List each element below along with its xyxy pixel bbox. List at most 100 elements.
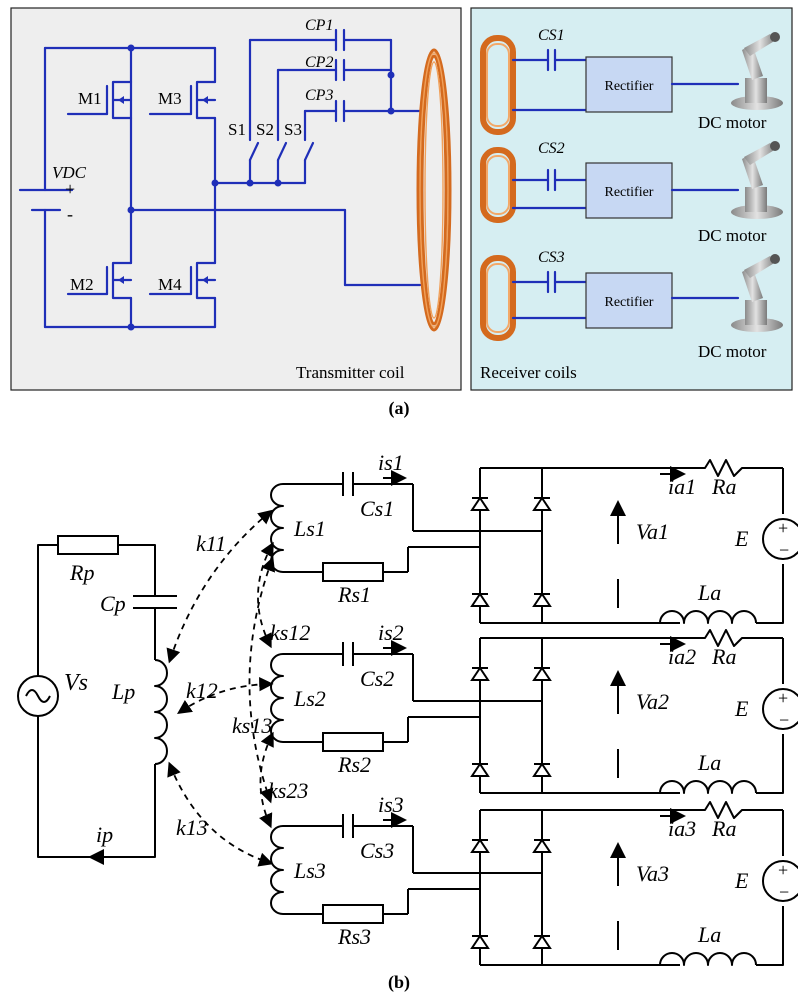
ra-label: Ra (711, 816, 736, 841)
panel-b: Vs Rp Cp Lp ip k11 k12 k13 ks12 ks13 ks2… (17, 450, 798, 993)
cs-label: Cs3 (360, 838, 394, 863)
m3-label: M3 (158, 89, 182, 108)
primary-circuit (17, 535, 177, 865)
e-label: E (734, 526, 749, 551)
ls-label: Ls3 (293, 858, 326, 883)
transmitter-panel (10, 7, 462, 391)
rs-resistor (322, 904, 384, 924)
ls-label: Ls1 (293, 516, 326, 541)
dc-source-icon (762, 518, 798, 560)
is-label: is2 (378, 620, 404, 645)
switches: S1 S2 S3 (228, 38, 315, 185)
rectifier-1 (585, 56, 673, 113)
rs-label: Rs3 (337, 924, 371, 949)
dc-source-icon (762, 688, 798, 730)
m2-label: M2 (70, 275, 94, 294)
e-label: E (734, 696, 749, 721)
s1-label: S1 (228, 120, 246, 139)
caption-a: (a) (389, 398, 410, 419)
rectifier-3 (585, 272, 673, 329)
cs-label: Cs2 (360, 666, 394, 691)
e-label: E (734, 868, 749, 893)
mosfet-m2: M2 (66, 261, 133, 300)
lp-label: Lp (111, 679, 135, 704)
rs-label: Rs1 (337, 582, 371, 607)
la-label: La (697, 750, 721, 775)
ra-label: Ra (711, 644, 736, 669)
svg-text:+: + (778, 688, 788, 708)
k11-label: k11 (196, 531, 226, 556)
k12-label: k12 (186, 678, 218, 703)
ks23-label: ks23 (268, 778, 308, 803)
ia-label: ia2 (668, 644, 696, 669)
primary-caps: CP1 CP2 CP3 (248, 17, 422, 123)
robot-arm-icon (731, 141, 783, 219)
robot-arm-icon (731, 32, 783, 110)
va-label: Va1 (636, 519, 669, 544)
mosfet-m3: M3 (148, 80, 217, 120)
svg-text:+: + (778, 860, 788, 880)
ra-label: Ra (711, 474, 736, 499)
svg-text:−: − (779, 710, 789, 730)
rp-label: Rp (69, 560, 94, 585)
ip-label: ip (96, 822, 113, 847)
rectifier-2-label: Rectifier (605, 185, 654, 200)
receiver-2: Rectifier CS2 DC motor (480, 140, 767, 245)
mosfet-m1: M1 (66, 80, 133, 120)
cs-label: Cs1 (360, 496, 394, 521)
ls-inductor (270, 825, 284, 915)
dc-source-icon (762, 860, 798, 902)
receiver-1: Rectifier CS1 DC motor (480, 27, 767, 135)
rp-resistor (57, 535, 119, 555)
vdc-label: VDC (52, 163, 87, 182)
ls-inductor (270, 483, 284, 573)
svg-text:+: + (778, 518, 788, 538)
coupling-arrows (166, 509, 276, 867)
s2-label: S2 (256, 120, 274, 139)
cs3-label: CS3 (538, 249, 565, 266)
k13-label: k13 (176, 815, 208, 840)
ls-label: Ls2 (293, 686, 326, 711)
la-inductor (659, 952, 757, 966)
transmitter-coil-icon (416, 48, 452, 332)
dc-motor-2-label: DC motor (698, 226, 767, 245)
ls-inductor (270, 653, 284, 743)
transmitter-label: Transmitter coil (296, 363, 405, 382)
receiver-label: Receiver coils (480, 363, 577, 382)
s3-label: S3 (284, 120, 302, 139)
la-label: La (697, 922, 721, 947)
panel-a: VDC + - M1 (10, 7, 793, 419)
cp-label: Cp (100, 591, 126, 616)
rs-resistor (322, 562, 384, 582)
receiver-3: Rectifier CS3 DC motor (480, 249, 767, 361)
rectifier-2 (585, 162, 673, 219)
dc-source: VDC + - (18, 46, 87, 329)
m4-label: M4 (158, 275, 182, 294)
robot-arm-icon (731, 254, 783, 332)
vdc-minus: - (67, 204, 73, 224)
cs1-label: CS1 (538, 27, 565, 44)
dc-motor-1-label: DC motor (698, 113, 767, 132)
svg-text:−: − (779, 540, 789, 560)
cp3-label: CP3 (305, 87, 333, 104)
la-inductor (659, 610, 757, 624)
mosfet-m4: M4 (148, 261, 217, 300)
la-label: La (697, 580, 721, 605)
caption-b: (b) (388, 972, 410, 993)
rectifier-3-label: Rectifier (605, 295, 654, 310)
rs-label: Rs2 (337, 752, 371, 777)
rs-resistor (322, 732, 384, 752)
cs2-label: CS2 (538, 140, 565, 157)
is-label: is3 (378, 792, 404, 817)
ia-label: ia1 (668, 474, 696, 499)
cp2-label: CP2 (305, 54, 333, 71)
is-label: is1 (378, 450, 404, 475)
ks13-label: ks13 (232, 713, 272, 738)
va-label: Va3 (636, 861, 669, 886)
rectifier-1-label: Rectifier (605, 79, 654, 94)
la-inductor (659, 780, 757, 794)
